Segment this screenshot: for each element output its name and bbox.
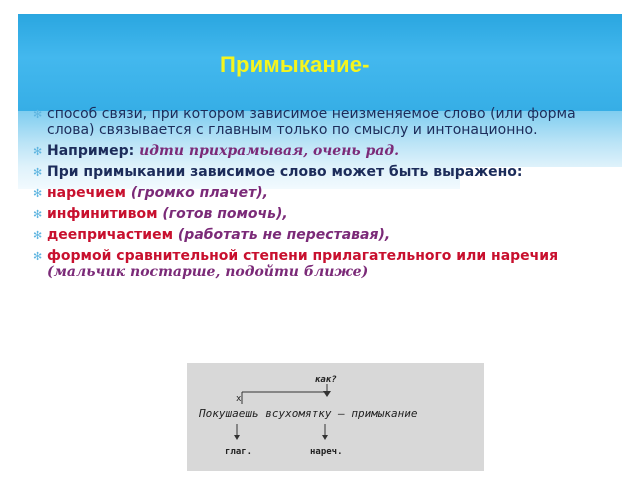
intro-highlight [18,111,622,167]
list-item-text: (работать не переставая), [177,227,391,243]
list-item: ✻ инфинитивом (готов помочь), [33,206,617,222]
slide-title: Примыкание- [220,52,370,77]
bullet-icon: ✻ [33,108,43,121]
list-item-text: деепричастием [47,227,178,243]
list-item-text: наречием [47,185,131,201]
diagram-question: как? [315,375,337,385]
list-item-text: формой сравнительной степени прилагатель… [47,248,559,264]
bullet-list: ✻ способ связи, при котором зависимое неи… [33,106,617,285]
title-band [18,14,622,111]
list-item-text: (мальчик постарше, подойти ближе) [47,264,369,280]
bullet-icon: ✻ [33,145,43,158]
list-item: ✻ формой сравнительной степени прилагател… [33,248,617,280]
list-item-text: способ связи, при котором зависимое неиз… [47,106,576,138]
diagram-sentence: Покушаешь всухомятку – примыкание [198,407,418,420]
list-item: ✻ При примыкании зависимое слово может бы… [33,164,617,180]
bullet-icon: ✻ [33,250,43,263]
diagram-down-right-head [322,435,328,440]
list-item-text: инфинитивом [47,206,163,222]
list-item-text: При примыкании зависимое слово может быт… [47,164,523,180]
list-item-text: Например: [47,143,140,159]
bullet-icon: ✻ [33,187,43,200]
list-item: ✻ наречием (громко плачет), [33,185,617,201]
list-item: ✻ деепричастием (работать не переставая), [33,227,617,243]
connection-diagram: как? x Покушаешь всухомятку – примыкание… [187,363,484,471]
list-item: ✻ способ связи, при котором зависимое неи… [33,106,617,138]
bullet-icon: ✻ [33,229,43,242]
list-item-text: (готов помочь), [162,206,288,222]
list-item-text: идти прихрамывая, очень рад. [139,143,399,159]
list-item: ✻ Например: идти прихрамывая, очень рад. [33,143,617,159]
diagram-svg: как? x Покушаешь всухомятку – примыкание… [198,375,418,457]
list-item-text: (громко плачет), [130,185,268,201]
bullet-icon: ✻ [33,166,43,179]
diagram-down-left-head [234,435,240,440]
diagram-label-left: глаг. [225,447,252,457]
diagram-label-right: нареч. [310,447,343,457]
bullet-icon: ✻ [33,208,43,221]
diagram-cross: x [236,394,242,404]
intro-highlight-tail [18,167,460,189]
